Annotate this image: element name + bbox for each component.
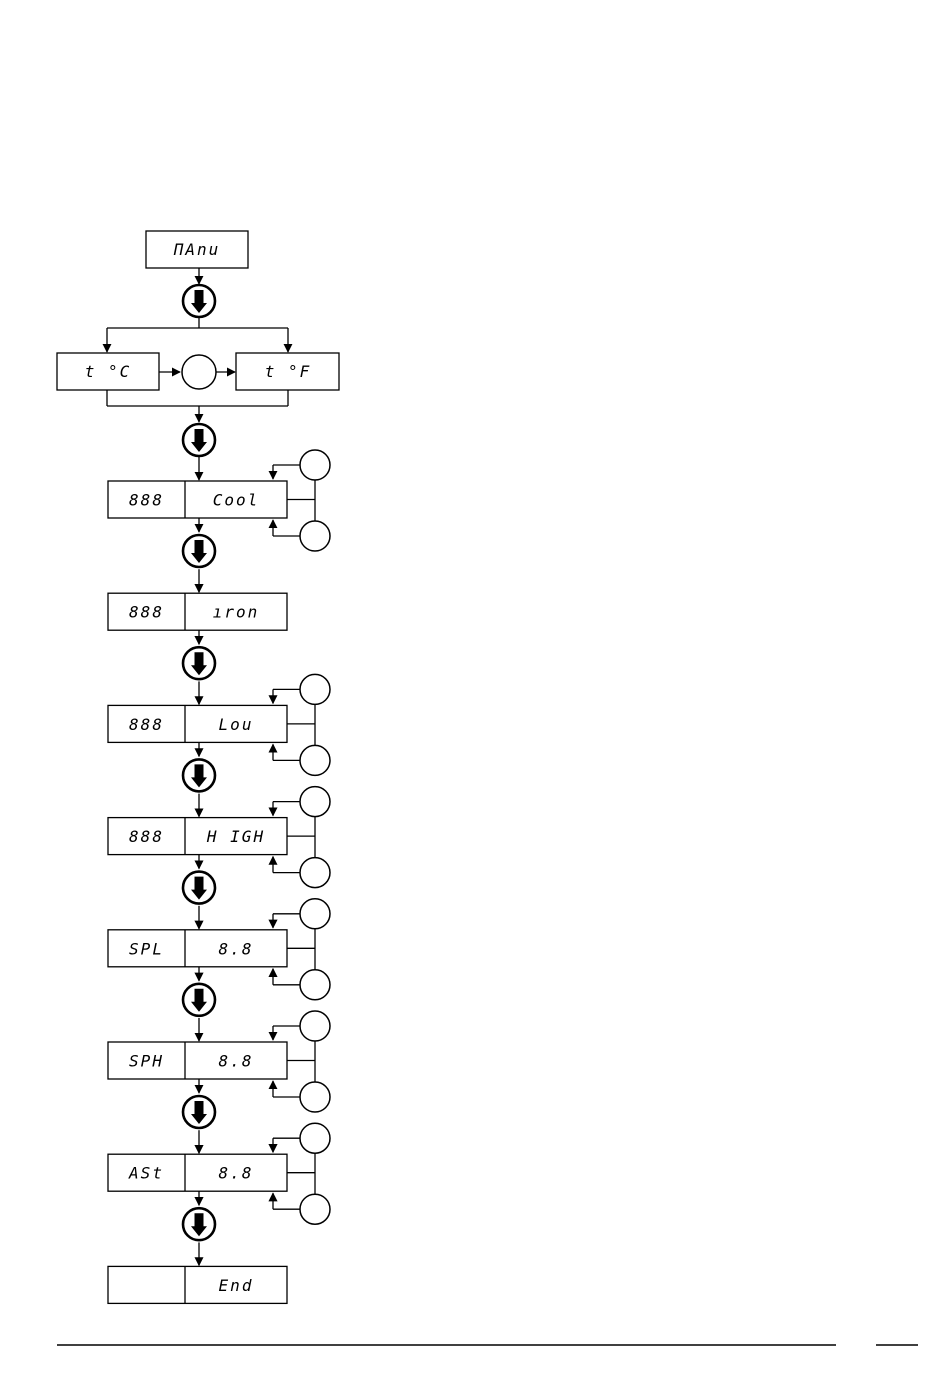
step-right-label: Lou (219, 715, 254, 734)
up-key-icon (300, 1011, 330, 1041)
up-key-icon (300, 899, 330, 929)
step-right-label: ıron (213, 603, 260, 622)
enter-key-icon (183, 424, 215, 456)
toggle-key-icon (182, 355, 216, 389)
unit-celsius-box: t °C (57, 353, 159, 390)
step-right-label: 8.8 (219, 939, 254, 958)
step-row: End (108, 1242, 287, 1303)
enter-key-icon (183, 984, 215, 1016)
step-left-label: SPL (129, 939, 164, 958)
step-row: SPL 8.8 (108, 899, 330, 1016)
menu-box: ΠΑnu (146, 231, 248, 268)
menu-label: ΠΑnu (173, 240, 221, 259)
unit-fahrenheit-label: t °F (265, 362, 312, 381)
enter-key-icon (183, 1208, 215, 1240)
enter-key-icon (183, 647, 215, 679)
up-key-icon (300, 787, 330, 817)
enter-key-icon (183, 872, 215, 904)
enter-key-icon (183, 1096, 215, 1128)
step-left-label: 888 (129, 715, 164, 734)
step-right-label: Cool (213, 491, 260, 510)
step-left-label: 888 (129, 827, 164, 846)
down-key-icon (300, 858, 330, 888)
enter-key-icon (183, 285, 215, 317)
enter-key-icon (183, 535, 215, 567)
down-key-icon (300, 745, 330, 775)
step-row: 888 H IGH (108, 787, 330, 904)
down-key-icon (300, 1082, 330, 1112)
step-left-label: ASt (128, 1164, 164, 1183)
down-key-icon (300, 970, 330, 1000)
step-row: 888 ıron (108, 569, 287, 679)
step-right-label: 8.8 (219, 1164, 254, 1183)
step-left-label: 888 (129, 603, 164, 622)
unit-celsius-label: t °C (85, 362, 132, 381)
step-right-label: H IGH (206, 827, 265, 846)
enter-key-icon (183, 759, 215, 791)
step-row: SPH 8.8 (108, 1011, 330, 1128)
enter-key-icon (183, 285, 215, 317)
step-right-label: End (219, 1276, 254, 1295)
step-left-label: 888 (129, 491, 164, 510)
step-row: 888 Cool (108, 450, 330, 567)
step-right-label: 8.8 (219, 1052, 254, 1071)
up-key-icon (300, 1123, 330, 1153)
unit-fahrenheit-box: t °F (236, 353, 339, 390)
up-key-icon (300, 450, 330, 480)
step-left-label: SPH (129, 1052, 164, 1071)
down-key-icon (300, 1194, 330, 1224)
up-key-icon (300, 674, 330, 704)
down-key-icon (300, 521, 330, 551)
step-row: 888 Lou (108, 674, 330, 791)
step-row: ASt 8.8 (108, 1123, 330, 1240)
